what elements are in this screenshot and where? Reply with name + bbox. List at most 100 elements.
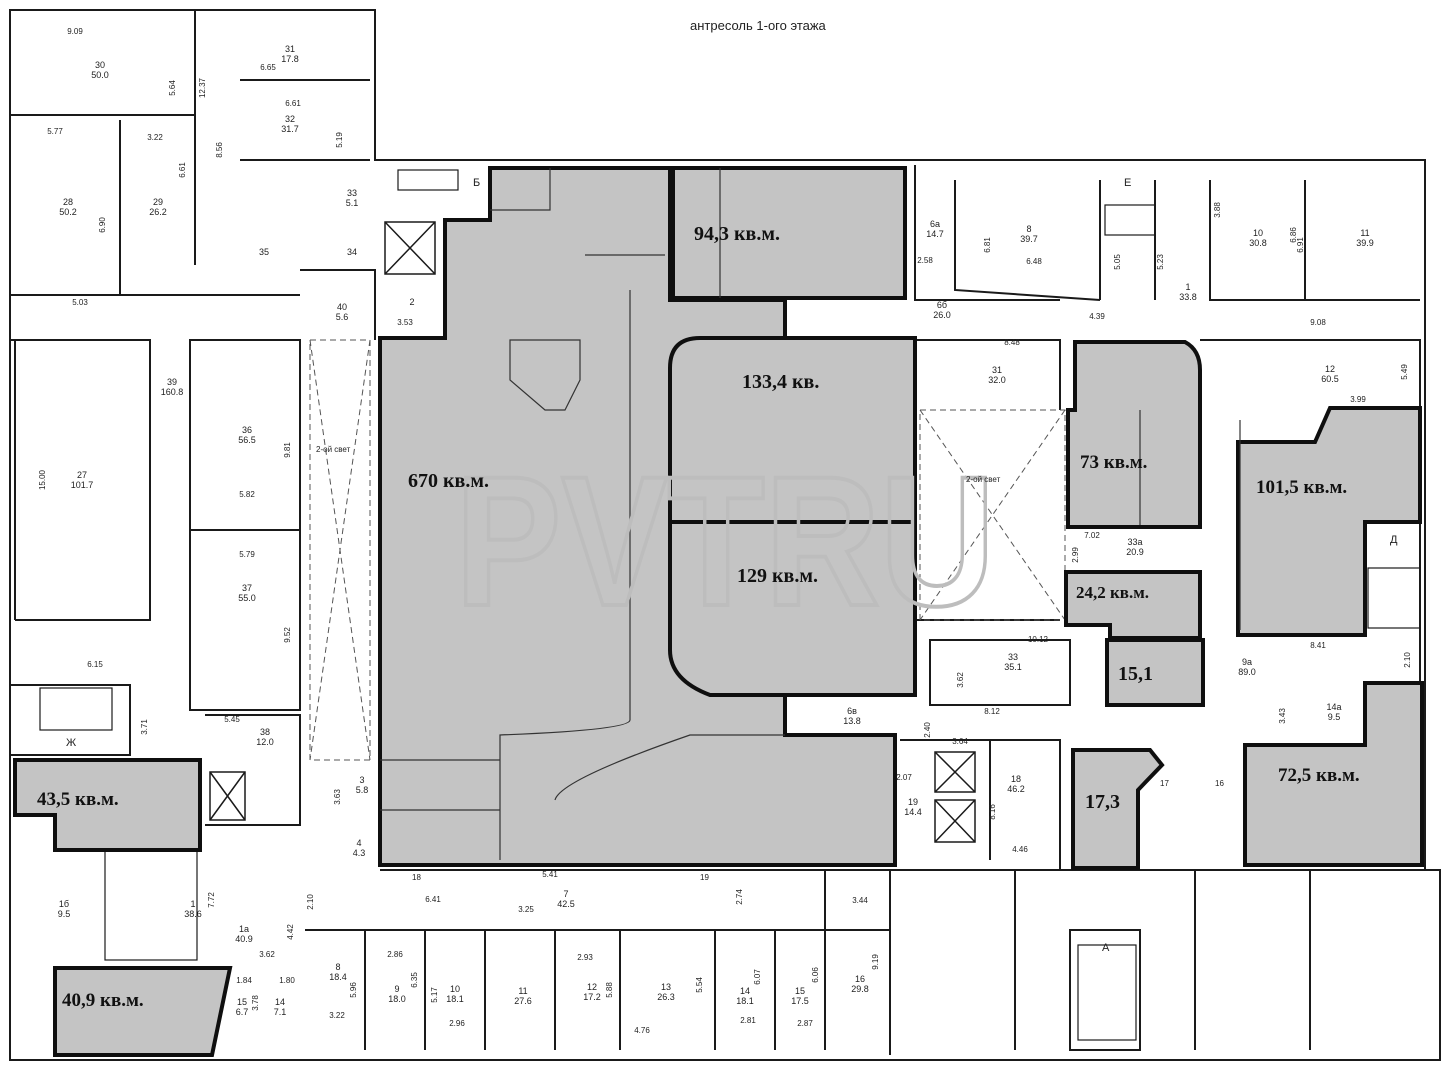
dimension-label: 9.52 [283,627,292,643]
room-area: 46.2 [1007,784,1025,794]
dimension-label: 5.96 [349,982,358,998]
corridor-label: 18 [412,873,421,882]
room-number: 9а [1242,657,1252,667]
unit-17-shape[interactable] [1071,748,1165,870]
dimension-label: 3.22 [147,133,163,142]
room-number: 15 [237,997,247,1007]
dimension-label: 2.99 [1071,547,1080,563]
dimension-label: 3.25 [518,905,534,914]
room-area: 42.5 [557,899,575,909]
elevator-icon [934,751,976,793]
unit-73-shape[interactable] [1066,340,1202,529]
dimension-label: 2.86 [387,950,403,959]
room-number: 10 [450,984,460,994]
room-number: 14 [275,997,285,1007]
elevator-icon [384,221,436,275]
dimension-label: 5.64 [168,80,177,96]
unit-72-shape[interactable] [1243,681,1424,867]
room-area: 101.7 [71,480,94,490]
room-area: 30.8 [1249,238,1267,248]
unit-129-shape[interactable] [668,520,917,697]
dimension-label: 6.65 [260,63,276,72]
room-number: 33 [1008,652,1018,662]
room-number: 33 [347,188,357,198]
unit-43-shape[interactable] [13,758,202,852]
room-area: 18.0 [388,994,406,1004]
corridor-label: 19 [700,873,709,882]
room-area: 9.5 [58,909,71,919]
room-label-r34: 34 [347,247,357,257]
room-label-r2: 2 [409,297,414,307]
room-number: 40 [337,302,347,312]
unit-94-shape[interactable] [671,166,907,300]
dimension-label: 3.53 [397,318,413,327]
room-area: 26.0 [933,310,951,320]
unit-15-shape[interactable] [1105,638,1205,707]
room-area: 12.0 [256,737,274,747]
room-number: 1а [239,924,249,934]
unit-label-94: 94,3 кв.м. [694,223,780,245]
room-area: 39.7 [1020,234,1038,244]
stair-labels: Б Е Д Ж А 2-ой свет 2-ой свет [66,177,1398,954]
room-number: 16 [855,974,865,984]
stair-e [1104,204,1156,236]
room-area: 14.7 [926,229,944,239]
dimension-label: 4.76 [634,1026,650,1035]
unit-label-129: 129 кв.м. [737,565,818,587]
unit-label-40: 40,9 кв.м. [62,990,144,1011]
dimension-label: 6.90 [98,217,107,233]
room-number: 4 [356,838,361,848]
dimension-label: 3.78 [251,995,260,1011]
room-area: 27.6 [514,996,532,1006]
room-number: 1 [190,899,195,909]
dimension-label: 9.09 [67,27,83,36]
dimension-label: 9.81 [283,442,292,458]
dimension-label: 4.42 [286,924,295,940]
dimension-label: 3.44 [852,896,868,905]
dimension-label: 6.61 [178,162,187,178]
room-number: 36 [242,425,252,435]
room-number: 29 [153,197,163,207]
unit-24-shape[interactable] [1064,570,1202,640]
dimension-label: 2.58 [917,256,933,265]
dimension-label: 3.43 [1278,708,1287,724]
watermark: PVTRU [455,439,995,645]
corridor-label: 17 [1160,779,1169,788]
dimension-label: 5.41 [542,870,558,879]
dimension-label: 3.63 [333,789,342,805]
room-area: 50.0 [91,70,109,80]
unit-label-133: 133,4 кв. [742,371,819,393]
room-area: 5.8 [356,785,369,795]
room-area: 20.9 [1126,547,1144,557]
room-area: 14.4 [904,807,922,817]
unit-40-shape[interactable] [53,966,233,1057]
dimension-label: 6.86 [1289,227,1298,243]
room-number: 8 [1026,224,1031,234]
dimension-label: 3.64 [952,737,968,746]
outer-walls [9,9,1441,1061]
stair-zh [39,687,113,731]
unit-101-shape[interactable] [1236,406,1422,637]
room-area: 89.0 [1238,667,1256,677]
room-area: 31.7 [281,124,299,134]
dimension-label: 3.62 [956,672,965,688]
elevator-icon [934,799,976,843]
room-number: 37 [242,583,252,593]
unit-label-17: 17,3 [1085,791,1120,813]
room-area: 17.2 [583,992,601,1002]
stair-d [1367,567,1421,629]
dimension-label: 15.00 [38,469,47,490]
